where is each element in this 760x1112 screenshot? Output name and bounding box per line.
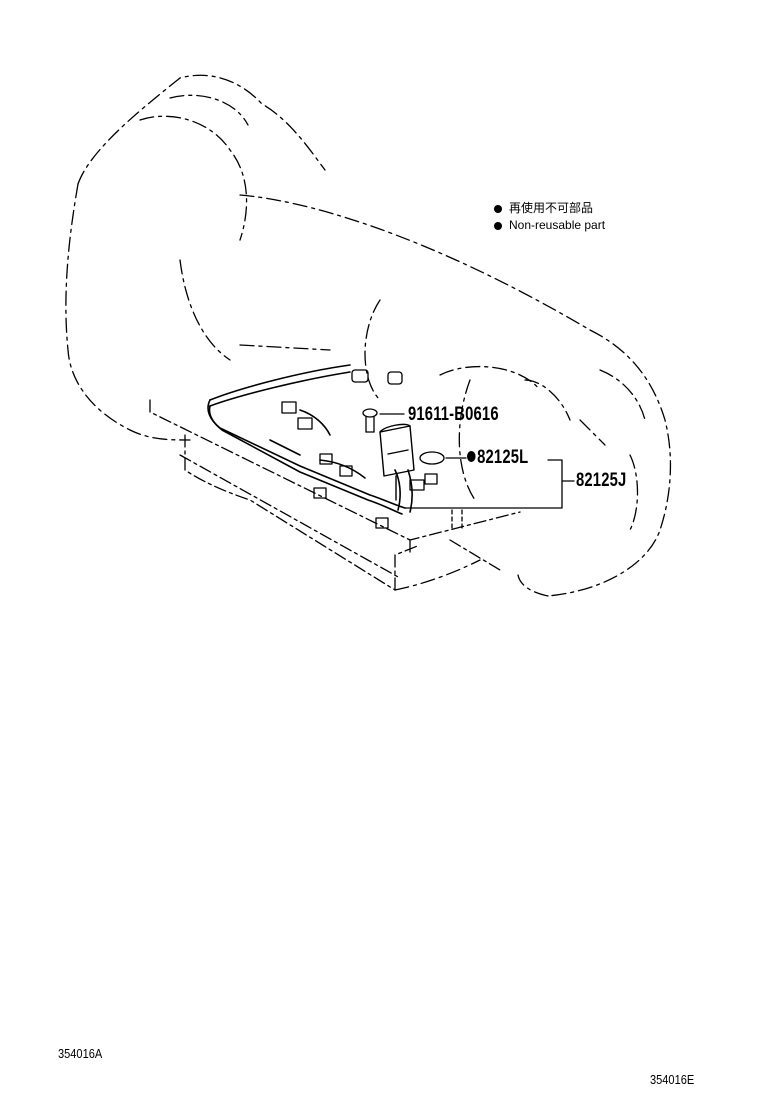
part-number-gasket[interactable]: 82125L [467,447,528,469]
legend-item-en: Non-reusable part [494,217,605,234]
gasket-icon [419,451,445,465]
part-number-gasket-text: 82125L [477,447,529,468]
transmission-housing-outline [65,74,672,597]
filled-circle-icon [467,451,476,462]
part-number-harness[interactable]: 82125J [576,470,627,491]
solenoid-unit [379,423,415,501]
harness-bracket-leader [404,459,563,509]
part-number-bolt[interactable]: 91611-B0616 [408,404,499,425]
bolt-icon [362,408,378,433]
harness-connectors [281,369,438,529]
wire-harness [207,364,413,515]
legend-item-jp: 再使用不可部品 [494,200,605,217]
legend: 再使用不可部品 Non-reusable part [494,200,605,234]
legend-text-en: Non-reusable part [509,218,606,232]
diagram-code-right: 354016E [650,1072,695,1087]
diagram-code-left: 354016A [58,1046,103,1061]
filled-circle-icon [494,204,502,213]
oil-pan [149,399,521,591]
legend-text-jp: 再使用不可部品 [509,201,594,215]
filled-circle-icon [494,221,502,230]
